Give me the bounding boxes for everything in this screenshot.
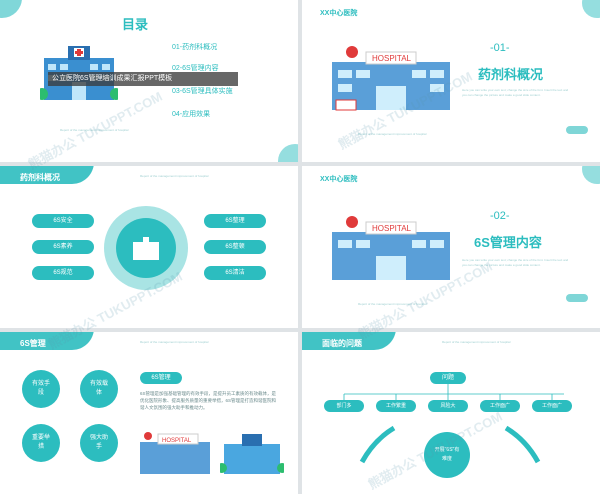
corner-blob [0,0,22,18]
section-desc: Here you can write your own text; change… [462,258,569,267]
header-caption: Report of the management improvement of … [140,340,209,344]
circle-item[interactable]: 强大助手 [80,424,118,462]
problem-item[interactable]: 工作面广 [480,400,520,412]
slide-title: 6S管理 [20,339,46,348]
slide-title: 药剂科概况 [20,173,60,182]
hospital-illustration: HOSPITAL [332,46,450,111]
circle-item[interactable]: 有效手段 [22,370,60,408]
hospital-name: XX中心医院 [320,10,358,17]
center-circle [116,218,176,278]
corner-blob [582,0,600,18]
contents-item[interactable]: 04-应用效果 [172,111,211,118]
footer-text: Report of the management improvement of … [60,128,129,132]
problem-item[interactable]: 风险大 [428,400,468,412]
body-text: 6S管理是加强基础管理的有效手段，是提升员工素质的有效载体，是优化医院形象、提高… [140,391,277,410]
hospital-illustration: HOSPITAL [332,216,450,280]
left-item[interactable]: 6S安全 [32,214,94,228]
corner-blob [582,166,600,184]
slide-section-02[interactable]: XX中心医院 HOSPITAL -02- 6S管理内容 Here you can… [302,166,600,328]
center-circle[interactable]: 开展"6S"有难度 [424,432,470,478]
root-node[interactable]: 问题 [430,372,466,384]
slide-section-01[interactable]: XX中心医院 HOSPITAL -01- 药剂科概况 Here you can … [302,0,600,162]
circle-item[interactable]: 有效载体 [80,370,118,408]
left-item[interactable]: 6S规范 [32,266,94,280]
footer-text: Report of the management improvement of … [358,302,427,306]
contents-item[interactable]: 03-6S管理具体实施 [172,88,233,95]
right-item[interactable]: 6S清洁 [204,266,266,280]
header-bar [302,332,396,350]
right-item[interactable]: 6S整理 [204,214,266,228]
right-item[interactable]: 6S整顿 [204,240,266,254]
hospital-sign: HOSPITAL [162,438,192,444]
contents-item[interactable]: 02-6S管理内容 [172,65,219,72]
section-desc: Here you can write your own text; change… [462,88,569,97]
contents-title: 目录 [122,17,149,32]
title-banner: 公立医院6S管理培训成果汇报PPT模板 [48,72,238,86]
hospital-sign: HOSPITAL [372,224,412,233]
left-item[interactable]: 6S素养 [32,240,94,254]
tag-6s: 6S管理 [140,372,182,384]
circle-item[interactable]: 重要举措 [22,424,60,462]
section-number: -01- [490,42,510,54]
header-caption: Report of the management improvement of … [140,174,209,178]
header-bar [0,332,94,350]
hospital-illustration: HOSPITAL [140,432,210,474]
hospital-icon [133,237,159,260]
slide-contents[interactable]: 目录 公立医院6S管理培训成果汇报PPT模板 01-药剂科概况 02-6S管理内… [0,0,298,162]
cloud [566,294,588,302]
hospital-illustration [220,434,284,474]
footer-text: Report of the management improvement of … [358,132,427,136]
slide-6s-management[interactable]: 6S管理 Report of the management improvemen… [0,332,298,494]
header-bar [0,166,94,184]
section-title: 6S管理内容 [474,235,542,250]
hospital-sign: HOSPITAL [372,54,412,63]
tree-connectors [343,384,564,464]
corner-blob [278,144,298,162]
section-number: -02- [490,210,510,222]
contents-item[interactable]: 01-药剂科概况 [172,44,218,51]
slide-problems[interactable]: 面临的问题 Report of the management improveme… [302,332,600,494]
problem-item[interactable]: 部门多 [324,400,364,412]
slide-overview[interactable]: 药剂科概况 Report of the management improveme… [0,166,298,328]
slide-title: 面临的问题 [322,339,362,348]
problem-item[interactable]: 工作面广 [532,400,572,412]
cloud [566,126,588,134]
header-caption: Report of the management improvement of … [442,340,511,344]
section-title: 药剂科概况 [478,67,544,82]
hospital-name: XX中心医院 [320,176,358,183]
problem-item[interactable]: 工作繁重 [376,400,416,412]
